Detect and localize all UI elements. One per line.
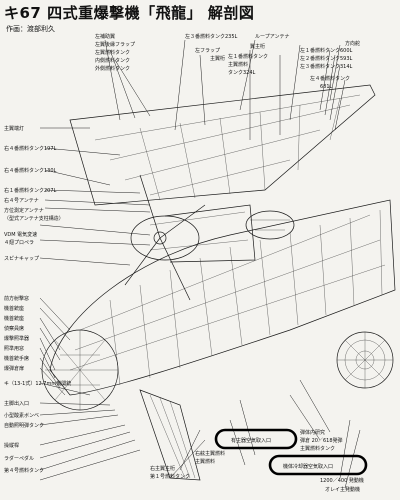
label-tank-2-593: 左２番燃料タンク593L (300, 55, 353, 62)
label-main-engine: オレイ主発動機 (325, 486, 360, 493)
label-right-wing-fuel: 右舷主翼燃料 (195, 450, 225, 457)
label-wing-fuel-tank: 主翼燃料タンク (300, 445, 335, 452)
label-681: 681L (320, 84, 333, 90)
label-intake-1: 有主器空気取入口 (231, 437, 271, 444)
label-control-stick: 操縦桿 (4, 442, 19, 449)
highlight-oval-1 (214, 428, 298, 450)
highlight-oval-2 (268, 454, 368, 476)
label-observer-seat: 偵察員席 (4, 325, 24, 332)
label-flap: 左フラップ (195, 47, 220, 54)
label-engine-1200: 1200／400 発動機 (320, 477, 364, 484)
label-antenna-4: 右４号アンテナ (4, 197, 39, 204)
dorsal-turret (245, 210, 295, 240)
label-oxygen: 小型酸素ボンベ (4, 412, 39, 419)
label-gear-entry: 主脚出入口 (4, 400, 29, 407)
label-flare-tank: 自動照明弾タンク (4, 422, 44, 429)
label-rudder: 方向舵 (345, 40, 360, 47)
wing-upper (69, 84, 376, 206)
page-title: キ67 四式重爆撃機「飛龍」 解剖図 (4, 4, 255, 22)
engine-upper (124, 174, 256, 301)
label-loop-antenna: ループアンテナ (255, 34, 290, 40)
label-tank-1-left: 左１番燃料タンク (228, 53, 268, 60)
label-fuel-tank-4-nose: 第４号燃料タンク (4, 467, 44, 474)
label-left-flap: 左翼後縁フラップ (95, 41, 135, 48)
label-main-spar: 翼主桁 (250, 43, 265, 50)
label-bombsight: 爆撃照準器 (4, 335, 29, 342)
label-left-aileron: 左補助翼 (95, 33, 115, 40)
label-left-wing-tank: 左翼燃料タンク (95, 49, 130, 56)
author-credit: 作画：渡部利久 (6, 25, 55, 33)
label-vdm: VDM 電気変速 (4, 231, 37, 238)
label-nose-turret-a: 機首銃座 (4, 305, 24, 312)
label-rudder-pedal: ラダーペダル (4, 455, 34, 462)
label-spar: 主翼桁 (210, 55, 225, 62)
wing-lower (139, 389, 201, 481)
label-shell-study: 弾体内研究 (300, 429, 325, 436)
label-4-blade-prop: ４翅プロペラ (4, 239, 34, 246)
label-machine-gun: キ（13-1式）12.7mm機関銃 (4, 380, 71, 387)
label-fuel-tank-1-right: 第１号燃料タンク (150, 473, 190, 480)
label-inner-tank: 内側燃料タンク (95, 57, 130, 64)
label-tank-1-600: 左１番燃料タンク600L (300, 47, 353, 54)
label-front-window: 前方射撃窓 (4, 295, 29, 302)
label-tank-324: タンク324L (228, 69, 256, 76)
label-bomb-door: 爆弾倉扉 (4, 365, 24, 372)
label-wing-fuel: 主翼燃料 (228, 61, 248, 68)
label-tank-3-314: 左３番燃料タンク314L (300, 63, 353, 70)
label-intake-2: 機体冷却器空気取入口 (283, 463, 333, 470)
label-outer-tank: 外側燃料タンク (95, 65, 130, 72)
label-nose-turret-b: 機首銃座 (4, 315, 24, 322)
leader-lines (39, 39, 361, 489)
label-fuel-tank-4: 右４番燃料タンク197L (4, 145, 57, 152)
label-direction-antenna: 方位測定アンテナ (4, 207, 44, 214)
label-wingtip-light: 主翼端灯 (4, 125, 24, 132)
nose-glazing (41, 329, 119, 411)
label-magazine: 弾倉 20／618発弾 (300, 437, 343, 444)
label-fuel-tank-4b: 右４番燃料タンク130L (4, 167, 57, 174)
label-nose-gunner: 機首銃手席 (4, 355, 29, 362)
label-tank-4-left: 左４番燃料タンク (310, 75, 350, 82)
fuselage (49, 199, 396, 396)
label-tank-3-left: 左３番燃料タンク235L (185, 33, 238, 40)
label-wing-fuel-b: 主翼燃料 (195, 458, 215, 465)
label-antenna-strut: （型式アンテナ支柱構造） (4, 215, 64, 222)
label-sight-window: 照準用窓 (4, 345, 24, 352)
label-right-spar: 右主翼主桁 (150, 465, 175, 472)
engine-lower (336, 331, 394, 389)
label-fuel-tank-1: 右１番燃料タンク207L (4, 187, 57, 194)
label-spinner: スピナキャップ (4, 256, 39, 262)
